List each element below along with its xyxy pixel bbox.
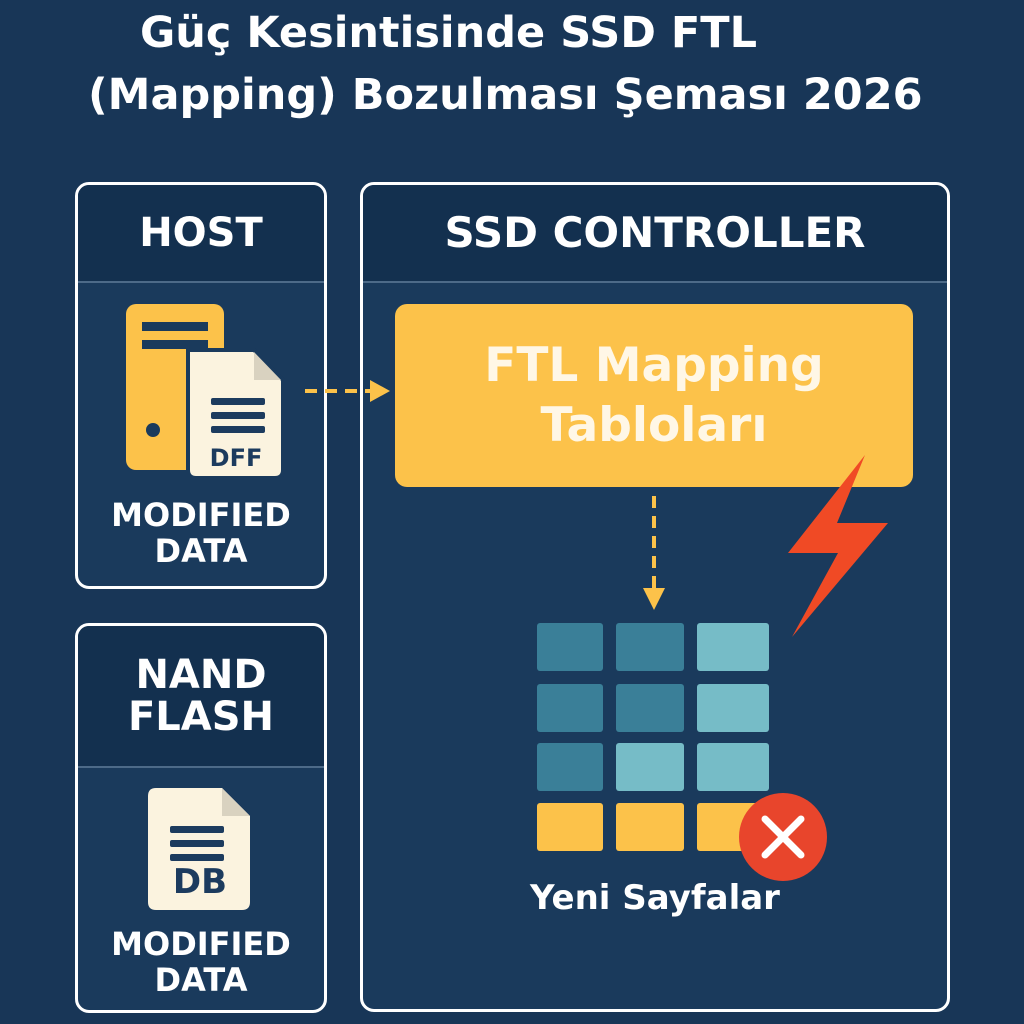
ftl-line-2: Tabloları	[540, 397, 768, 453]
host-header: HOST	[78, 185, 324, 283]
nand-file-label: DB	[173, 862, 227, 902]
lightning-icon	[788, 455, 888, 637]
ftl-mapping-box: FTL Mapping Tabloları	[395, 304, 913, 487]
page-cell	[616, 743, 684, 791]
page-cell	[697, 623, 769, 671]
title-line-2: (Mapping) Bozulması Şeması 2026	[88, 70, 923, 120]
nand-caption: MODIFIED DATA	[78, 926, 324, 998]
title-line-1: Güç Kesintisinde SSD FTL	[140, 8, 757, 58]
ssd-controller-header-label: SSD CONTROLLER	[444, 207, 866, 257]
host-caption: MODIFIED DATA	[78, 497, 324, 569]
ftl-line-1: FTL Mapping	[484, 337, 824, 393]
nand-header-line-2: FLASH	[127, 694, 275, 740]
page-cell	[616, 684, 684, 732]
host-caption-line-2: DATA	[154, 532, 248, 570]
file-icon: DB	[148, 788, 250, 910]
new-page-cell	[616, 803, 684, 851]
page-cell	[697, 743, 769, 791]
new-page-cell	[537, 803, 603, 851]
nand-header-line-1: NAND	[135, 652, 267, 698]
page-cell	[616, 623, 684, 671]
page-cell	[537, 623, 603, 671]
page-cell	[697, 684, 769, 732]
error-x-icon	[739, 793, 827, 881]
arrow-right-icon	[305, 380, 390, 402]
ssd-controller-header: SSD CONTROLLER	[363, 185, 947, 283]
arrow-down-icon	[643, 496, 665, 610]
host-file-label: DFF	[210, 444, 263, 472]
file-icon: DFF	[186, 348, 285, 480]
page-cell	[537, 743, 603, 791]
nand-caption-line-1: MODIFIED	[111, 925, 291, 963]
new-pages-label: Yeni Sayfalar	[530, 878, 780, 918]
nand-header: NAND FLASH	[78, 626, 324, 768]
host-caption-line-1: MODIFIED	[111, 496, 291, 534]
nand-caption-line-2: DATA	[154, 961, 248, 999]
page-cell	[537, 684, 603, 732]
host-header-label: HOST	[139, 210, 263, 256]
